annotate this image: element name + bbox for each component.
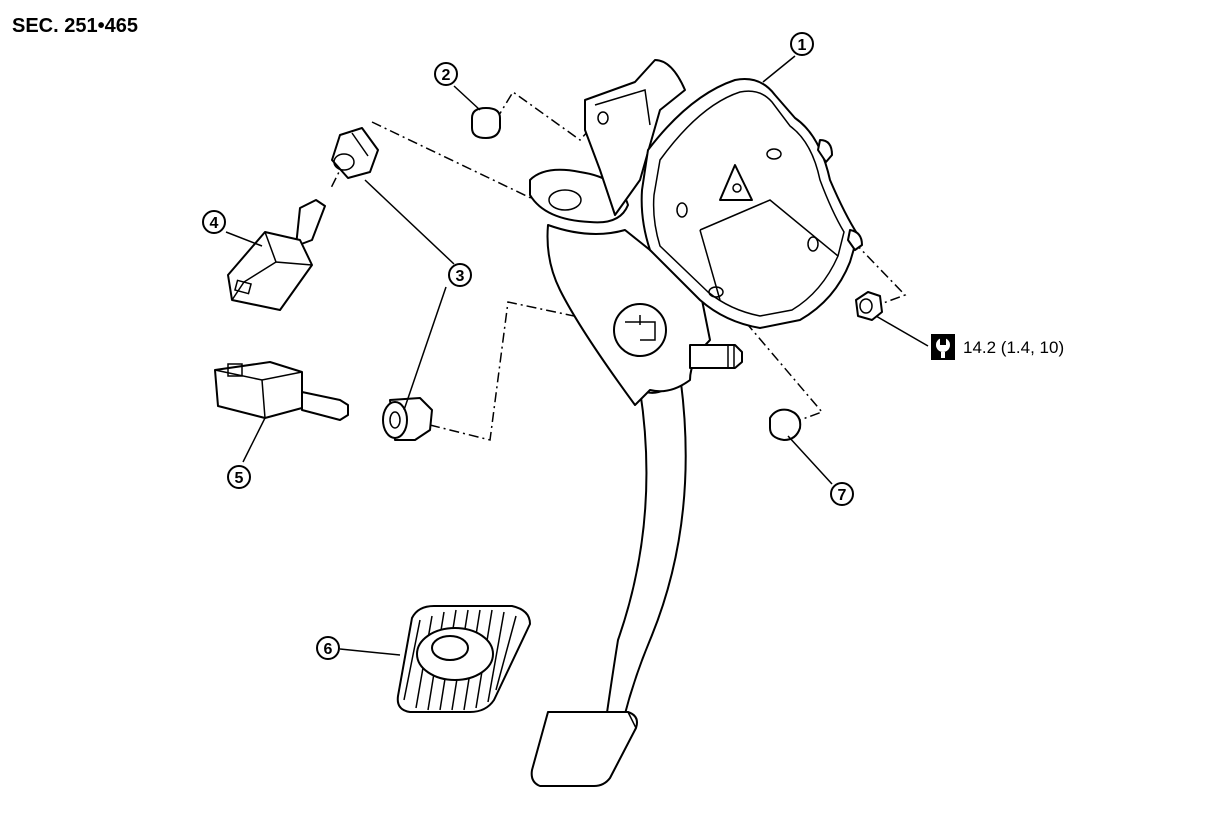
torque-value: 14.2 (1.4, 10) — [963, 338, 1064, 357]
svg-text:4: 4 — [210, 215, 219, 232]
clip-3-lower — [382, 397, 433, 441]
stopper-rubber-2 — [471, 107, 501, 139]
clutch-pedal-assembly — [529, 59, 863, 787]
section-label: SEC. 251•465 — [12, 15, 138, 37]
switch-4 — [227, 199, 326, 311]
callout-5: 5 — [227, 465, 251, 489]
stopper-rubber-7 — [769, 408, 802, 441]
svg-text:5: 5 — [235, 470, 244, 487]
torque-wrench-icon — [931, 334, 955, 360]
callout-2: 2 — [434, 62, 458, 86]
switch-5 — [214, 361, 349, 421]
callout-4: 4 — [202, 210, 226, 234]
svg-text:3: 3 — [456, 268, 465, 285]
mounting-nut — [855, 291, 883, 321]
pedal-pad-6 — [396, 605, 531, 713]
callout-1: 1 — [790, 32, 814, 56]
torque-spec: 14.2 (1.4, 10) — [931, 334, 1064, 360]
svg-text:6: 6 — [324, 641, 333, 658]
callout-7: 7 — [830, 482, 854, 506]
callout-3: 3 — [448, 263, 472, 287]
svg-text:7: 7 — [838, 487, 847, 504]
svg-text:2: 2 — [442, 67, 451, 84]
leader-lines — [225, 55, 929, 656]
clip-3-upper — [331, 127, 379, 179]
svg-text:1: 1 — [798, 37, 807, 54]
callout-6: 6 — [316, 636, 340, 660]
